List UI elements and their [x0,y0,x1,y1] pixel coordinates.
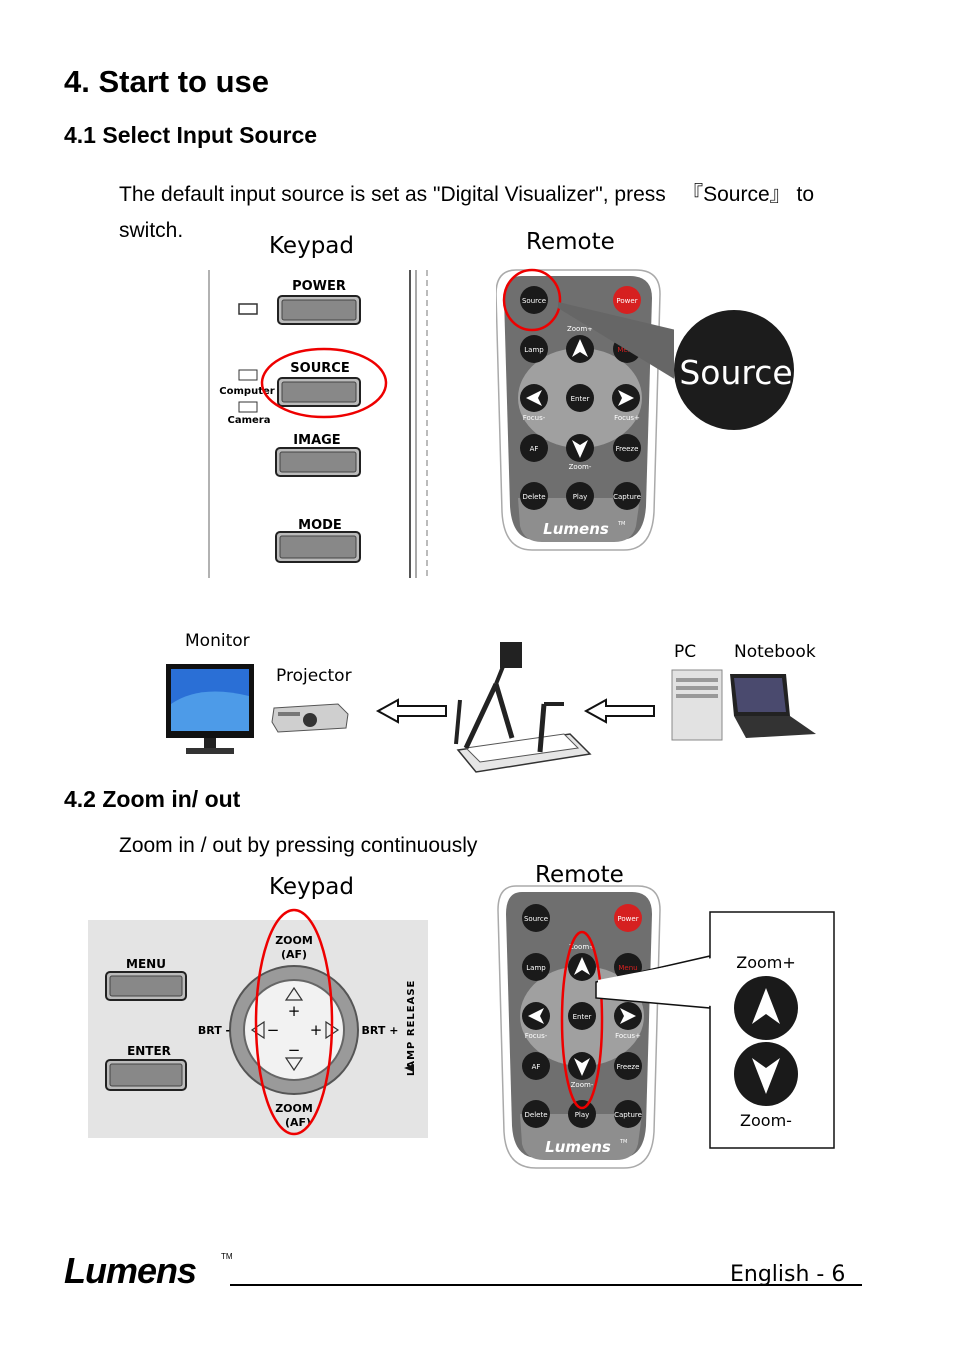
section-title-zoom: 4.2 Zoom in/ out [64,786,241,812]
keypad-image-label: IMAGE [293,433,340,448]
remote2-play-label: Play [575,1111,590,1119]
remote2-power-label: Power [617,915,638,923]
zoom-minus-label: Zoom- [740,1111,792,1130]
section-title-select-input: 4.1 Select Input Source [64,122,318,148]
remote-tm: TM [617,521,625,527]
remote-focusminus-label: Focus- [523,414,546,422]
pc-label: PC [674,642,697,662]
remote-caption-1: Remote [526,229,615,255]
remote2-zoomminus-label: Zoom- [571,1081,594,1089]
page-heading: 4. Start to use [64,64,269,99]
remote2-menu-label: Menu [618,964,637,972]
keypad-zoom-top-label: ZOOM [275,934,313,947]
notebook-label: Notebook [734,642,816,662]
connection-diagram [166,642,816,773]
remote2-focusplus-label: Focus+ [615,1032,641,1040]
source-zoom-label: Source [679,353,792,392]
keypad-caption-1: Keypad [269,233,354,259]
keypad-menu-label: MENU [126,957,166,971]
keypad-source-label: SOURCE [290,361,349,376]
remote-lamp-label: Lamp [524,346,544,354]
footer-tm: TM [221,1252,233,1261]
projector-label: Projector [276,666,352,686]
section1-text-line1: The default input source is set as "Digi… [119,183,814,206]
remote2-af-label: AF [532,1063,541,1071]
page-number: English - 6 [730,1262,846,1287]
remote-play-label: Play [573,493,588,501]
remote-zoomplus-label: Zoom+ [567,325,593,333]
remote-delete-label: Delete [523,493,546,501]
section1-text-line2: switch. [119,219,184,242]
footer-logo: Lumens [64,1250,197,1291]
remote-freeze-label: Freeze [616,445,639,453]
remote-brand: Lumens [543,520,609,538]
keypad-mode-label: MODE [298,518,342,533]
remote-source-label: Source [522,297,546,305]
zoom-plus-label: Zoom+ [736,953,796,972]
remote-figure-zoom: Source Power Zoom+ Lamp Menu Enter Focus… [497,885,835,1169]
remote2-enter-label: Enter [573,1013,592,1021]
keypad-computer-label: Computer [219,386,274,397]
notebook-icon [730,674,816,738]
remote-zoomminus-label: Zoom- [569,463,592,471]
keypad-enter-label: ENTER [127,1044,171,1058]
pc-tower-icon [671,669,723,741]
remote-power-label: Power [616,297,637,305]
remote2-tm: TM [619,1139,627,1145]
remote2-lamp-label: Lamp [526,964,546,972]
keypad-af-top-label: (AF) [281,948,307,961]
svg-text:−: − [267,1021,280,1039]
remote2-capture-label: Capture [614,1111,642,1119]
svg-text:−: − [288,1041,301,1059]
keypad-figure-zoom: MENU ENTER ZOOM (AF) + − − + BRT - BRT +… [88,908,428,1138]
remote2-source-label: Source [524,915,548,923]
keypad-figure-source: POWER Computer Camera SOURCE IMAGE MODE [208,270,428,578]
footer-rule [230,1284,862,1286]
remote2-delete-label: Delete [525,1111,548,1119]
keypad-camera-label: Camera [228,415,271,426]
projector-icon [271,703,349,733]
monitor-label: Monitor [185,631,250,651]
keypad-zoom-bottom-label: ZOOM [275,1102,313,1115]
keypad-power-label: POWER [292,279,346,294]
keypad-brt-left-label: BRT - [198,1024,230,1037]
remote-enter-label: Enter [571,395,590,403]
section2-text: Zoom in / out by pressing continuously [119,834,478,857]
keypad-af-bottom-label: (AF) [285,1116,311,1129]
keypad-brt-right-label: BRT + [362,1024,399,1037]
remote2-zoomplus-label: Zoom+ [569,943,595,951]
keypad-caption-2: Keypad [269,874,354,900]
keypad-lamp-release-label: LAMP RELEASE [406,980,417,1076]
svg-text:+: + [288,1002,301,1020]
remote-focusplus-label: Focus+ [614,414,640,422]
svg-text:+: + [310,1021,323,1039]
remote-capture-label: Capture [613,493,641,501]
remote2-brand: Lumens [545,1138,611,1156]
monitor-icon [166,664,254,754]
remote2-focusminus-label: Focus- [525,1032,548,1040]
remote-figure-source: Source Power Zoom+ Lamp Menu Enter Focus… [496,268,798,551]
remote-caption-2: Remote [535,862,624,888]
visualizer-icon [454,642,592,773]
remote2-freeze-label: Freeze [617,1063,640,1071]
remote-af-label: AF [530,445,539,453]
